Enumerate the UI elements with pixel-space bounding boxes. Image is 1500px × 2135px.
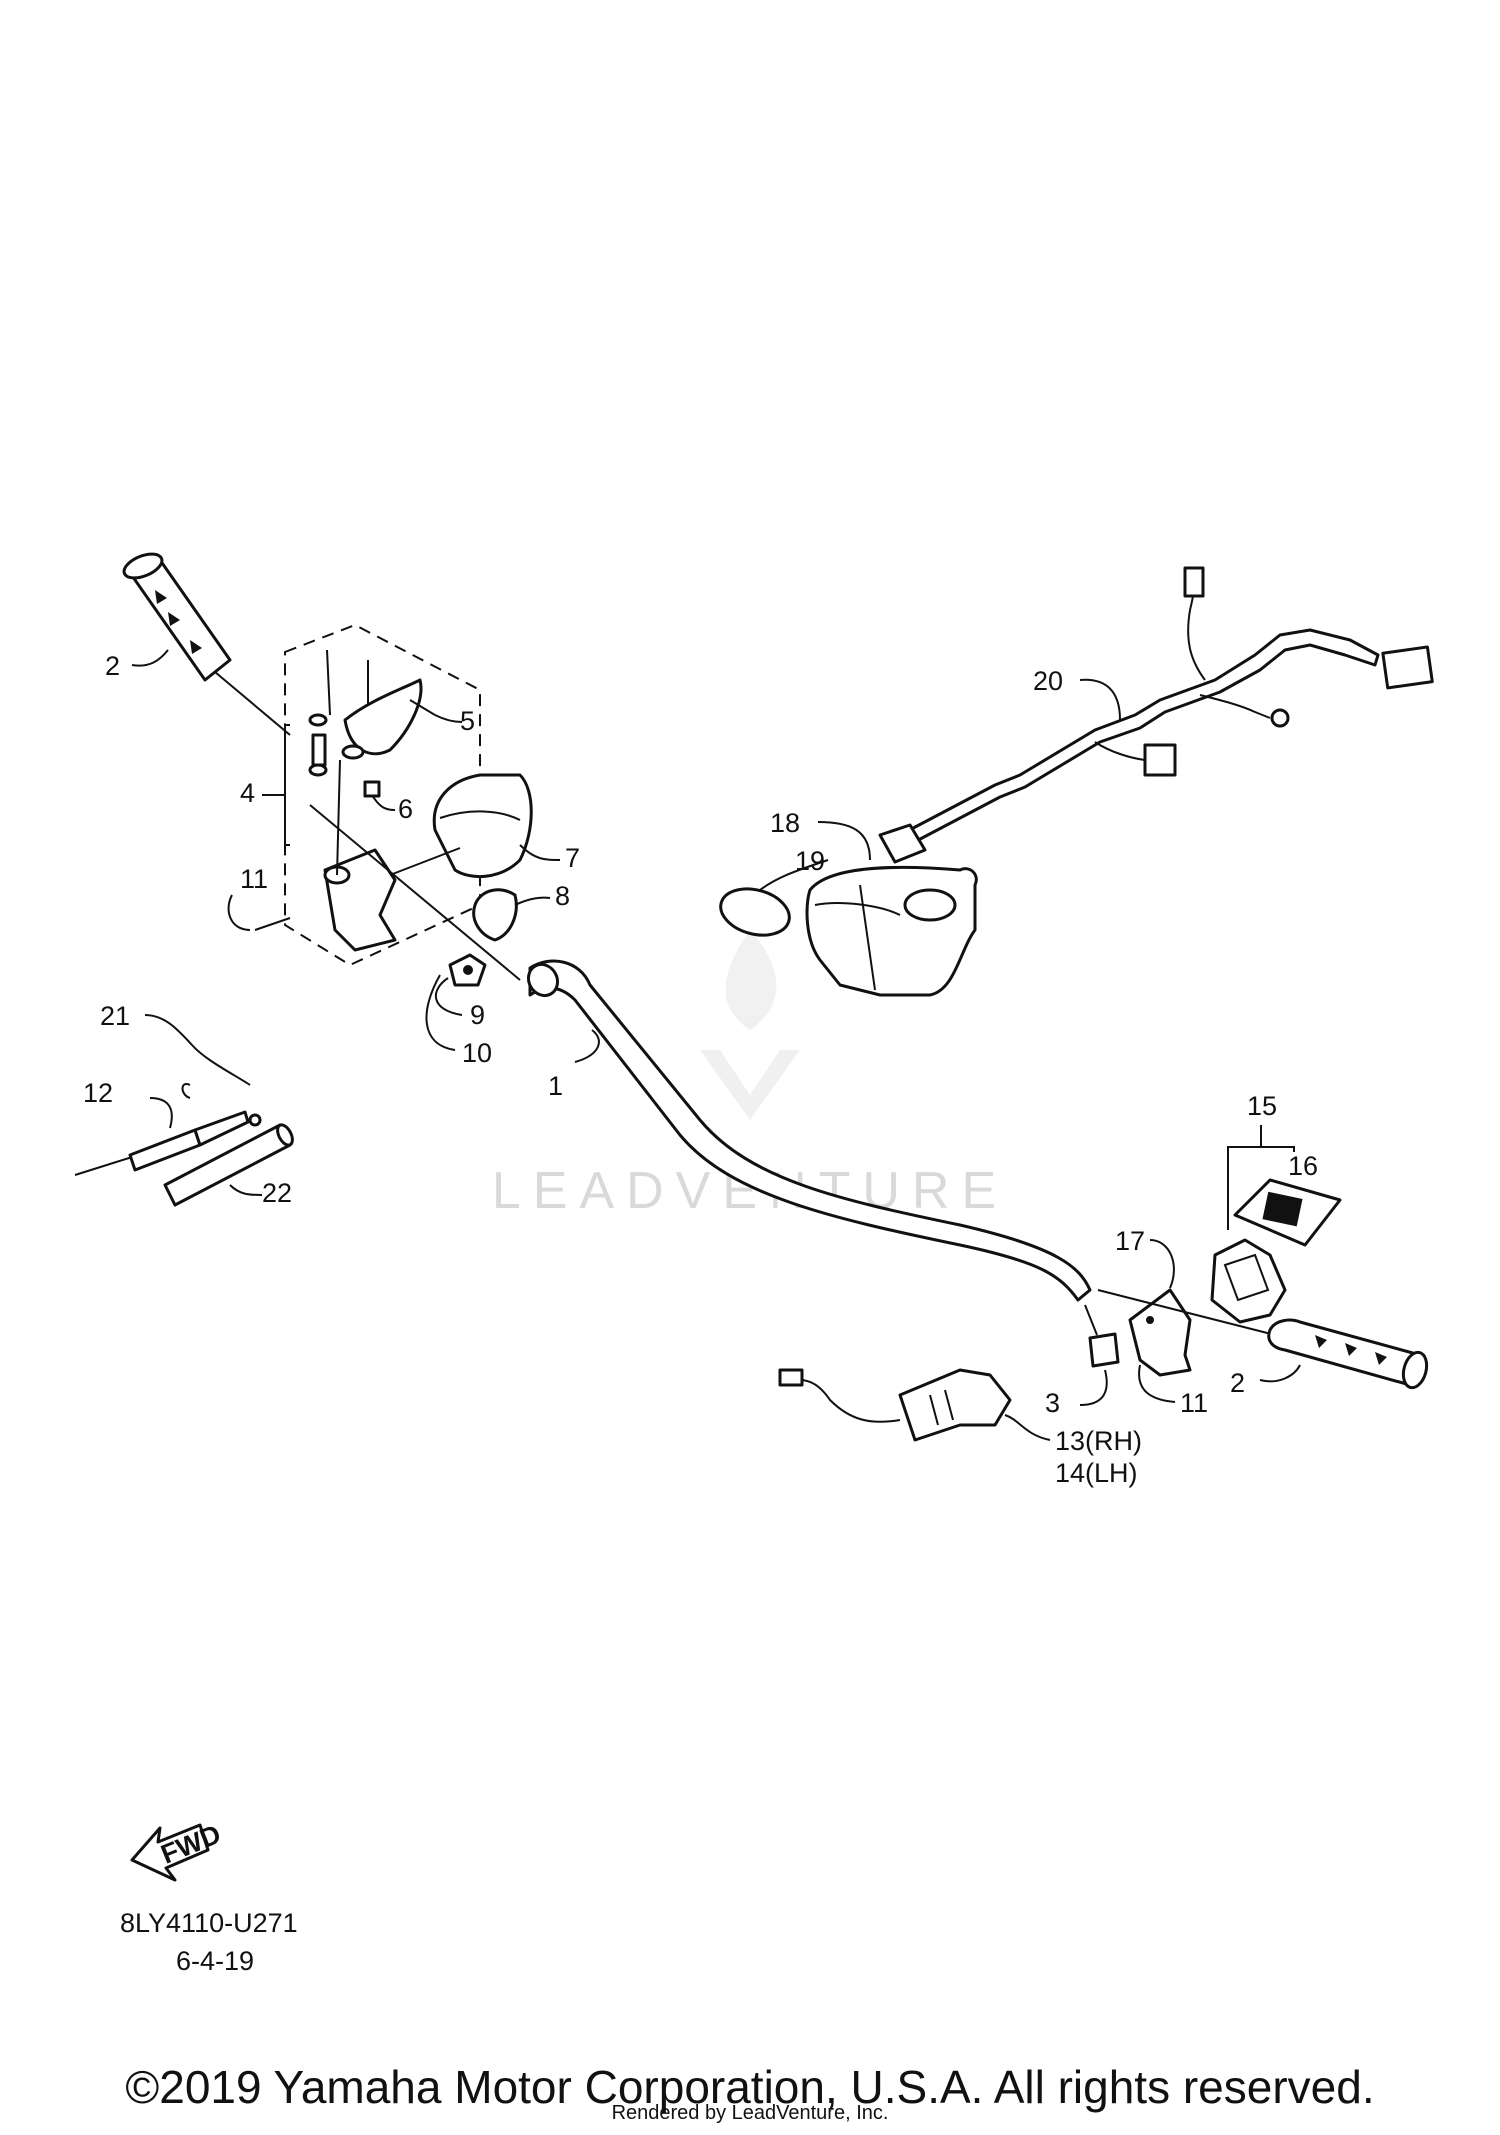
callout-21: 21 [100, 1001, 130, 1031]
collar[interactable] [1088, 1332, 1120, 1368]
callout-11-left: 11 [240, 864, 268, 894]
right-grip[interactable] [1267, 1318, 1431, 1390]
sleeve-tube[interactable] [163, 1122, 295, 1207]
brake-lever[interactable] [308, 649, 423, 798]
callout-17: 17 [1115, 1226, 1145, 1256]
drawing-date: 6-4-19 [176, 1946, 255, 1976]
callout-18: 18 [770, 808, 800, 838]
callout-2-right: 2 [1230, 1368, 1245, 1398]
callout-12: 12 [83, 1078, 113, 1108]
handlebar[interactable] [528, 959, 1092, 1302]
callout-20: 20 [1033, 666, 1063, 696]
svg-text:FWD: FWD [157, 1819, 225, 1870]
watermark-logo [700, 930, 800, 1120]
callout-10: 10 [462, 1038, 492, 1068]
right-switch-plate[interactable] [1128, 1288, 1192, 1377]
rendered-by: Rendered by LeadVenture, Inc. [611, 2102, 889, 2124]
handlebar-switch-body[interactable] [323, 848, 397, 952]
callout-19: 19 [795, 846, 825, 876]
throttle-cable[interactable] [74, 1110, 262, 1176]
callout-7: 7 [565, 843, 580, 873]
switch-small-part[interactable] [448, 953, 487, 987]
callout-1: 1 [548, 1071, 563, 1101]
callout-5: 5 [460, 706, 475, 736]
callout-11-right: 11 [1180, 1388, 1208, 1418]
callout-3: 3 [1045, 1388, 1060, 1418]
retaining-ring[interactable] [715, 882, 794, 943]
callout-13: 13(RH) [1055, 1426, 1142, 1456]
callout-6: 6 [398, 794, 413, 824]
callout-2-left: 2 [105, 651, 120, 681]
callout-16: 16 [1288, 1151, 1318, 1181]
switch-housing[interactable] [432, 773, 533, 879]
callout-8: 8 [555, 881, 570, 911]
copyright-notice: ©2019 Yamaha Motor Corporation, U.S.A. A… [125, 2061, 1375, 2113]
callout-22: 22 [262, 1178, 292, 1208]
switch-decal[interactable] [1233, 1178, 1342, 1247]
clip[interactable] [181, 1083, 191, 1099]
callout-15: 15 [1247, 1091, 1277, 1121]
grip-heater[interactable] [778, 1368, 1012, 1442]
screw-left[interactable] [254, 917, 291, 931]
throttle-clamp[interactable] [472, 888, 518, 942]
left-grip[interactable] [121, 549, 232, 682]
callout-14: 14(LH) [1055, 1458, 1138, 1488]
callout-4: 4 [240, 778, 255, 808]
forward-arrow-icon: FWD [130, 1819, 225, 1882]
right-handlebar-switch[interactable] [1210, 1238, 1287, 1324]
drawing-code: 8LY4110-U271 [120, 1908, 298, 1938]
control-unit-cover[interactable] [805, 865, 978, 997]
wire-harness[interactable] [878, 566, 1434, 864]
callout-9: 9 [470, 1000, 485, 1030]
